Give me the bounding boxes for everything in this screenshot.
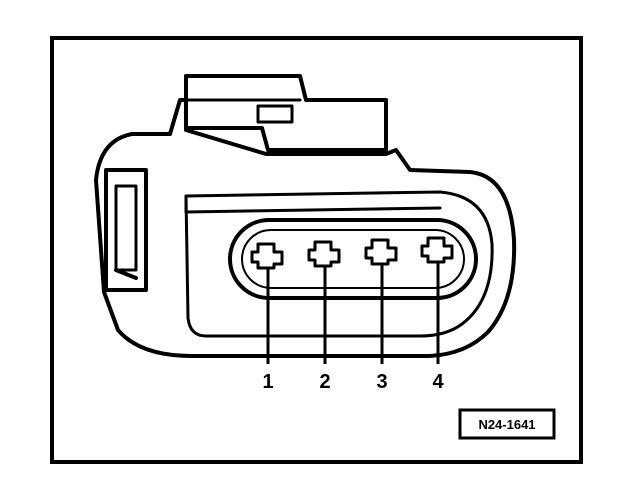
pin-label-1: 1 [262,371,273,393]
connector-housing [94,74,517,358]
pin-carrier-inner [241,229,465,289]
leader-lines [266,274,440,364]
pin-label-2: 2 [319,371,330,393]
pin-terminals [250,236,454,280]
pin-label-3: 3 [376,371,387,393]
pin-terminal-3 [364,238,398,276]
side-latch-bar [114,268,138,280]
locking-tab-window [256,104,294,124]
side-latch-slot [114,184,138,272]
reference-code: N24-1641 [478,417,535,432]
pin-terminal-2 [307,240,341,278]
housing-recess-shadow [184,194,442,214]
pin-label-4: 4 [432,371,444,393]
pin-terminal-4 [420,236,454,274]
pin-terminal-1 [250,242,284,280]
reference-box: N24-1641 [458,408,556,440]
